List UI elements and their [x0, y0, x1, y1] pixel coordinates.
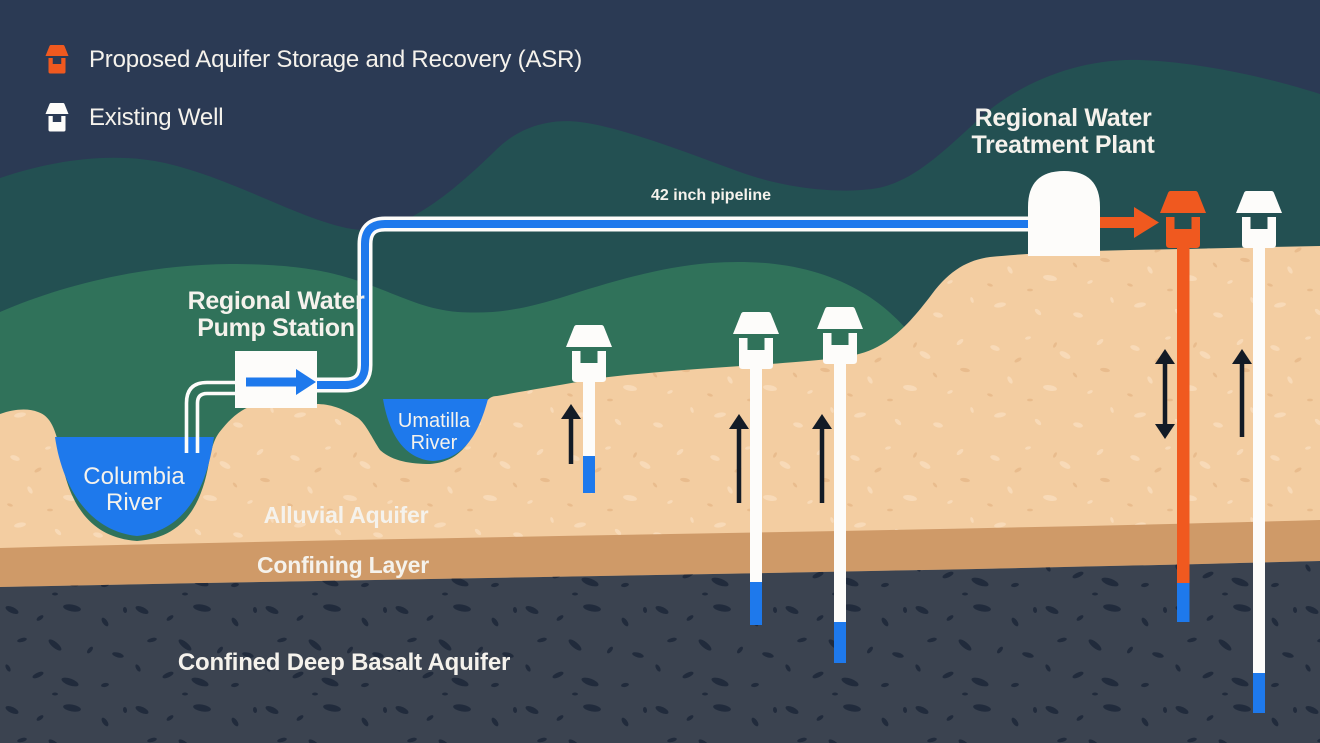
- pipeline-label: 42 inch pipeline: [651, 187, 772, 204]
- pump-station-label-line2: Pump Station: [197, 314, 355, 342]
- flow-arrow-up-3: [812, 414, 832, 503]
- columbia-river-label-line2: River: [105, 488, 163, 516]
- columbia-river-label-line1: Columbia: [83, 463, 185, 490]
- asr-well-icon: [45, 45, 69, 74]
- asr-well: [1160, 191, 1206, 622]
- pump-station-label: Regional Water Pump Station: [188, 288, 365, 342]
- flow-arrow-up-1: [561, 404, 581, 464]
- treatment-plant-label: Regional Water Treatment Plant: [971, 105, 1154, 159]
- treatment-plant-building: [1028, 171, 1100, 256]
- existing-well-deep-3: [1236, 191, 1282, 713]
- pump-station-label-line1: Regional Water: [187, 287, 365, 315]
- alluvial-aquifer-label: Alluvial Aquifer: [263, 502, 429, 528]
- existing-well-icon: [45, 103, 69, 132]
- pump-station-building: [235, 351, 317, 408]
- intake-pipe: [184, 380, 236, 453]
- basalt-aquifer-label: Confined Deep Basalt Aquifer: [177, 649, 511, 676]
- umatilla-river-label-line1: Umatilla: [397, 410, 471, 432]
- pump-flow-arrow: [246, 369, 316, 395]
- legend-label-asr: Proposed Aquifer Storage and Recovery (A…: [89, 45, 582, 73]
- columbia-river-water: [55, 437, 214, 536]
- basalt-aquifer-layer: [0, 561, 1320, 743]
- treatment-plant-label-line2: Treatment Plant: [971, 131, 1155, 159]
- treatment-to-asr-arrow: [1100, 207, 1159, 238]
- legend-item-asr: Proposed Aquifer Storage and Recovery (A…: [45, 45, 582, 74]
- confining-layer-label: Confining Layer: [256, 552, 430, 578]
- treatment-plant-label-line1: Regional Water: [974, 104, 1152, 132]
- existing-well-deep-2: [817, 307, 863, 663]
- flow-arrow-up-2: [729, 414, 749, 503]
- columbia-river-label: Columbia River: [83, 464, 184, 516]
- umatilla-river-water: [383, 399, 488, 461]
- legend-item-existing: Existing Well: [45, 103, 582, 132]
- confining-layer-band: [0, 520, 1320, 587]
- legend: Proposed Aquifer Storage and Recovery (A…: [45, 45, 582, 132]
- pipeline: [317, 216, 1029, 393]
- umatilla-river-label-line2: River: [410, 431, 458, 454]
- legend-label-existing: Existing Well: [89, 103, 224, 131]
- flow-arrow-bidirectional: [1155, 349, 1175, 439]
- existing-well-deep-1: [733, 312, 779, 625]
- umatilla-river-label: Umatilla River: [397, 410, 471, 454]
- existing-well-shallow: [566, 325, 612, 493]
- flow-arrow-up-4: [1232, 349, 1252, 437]
